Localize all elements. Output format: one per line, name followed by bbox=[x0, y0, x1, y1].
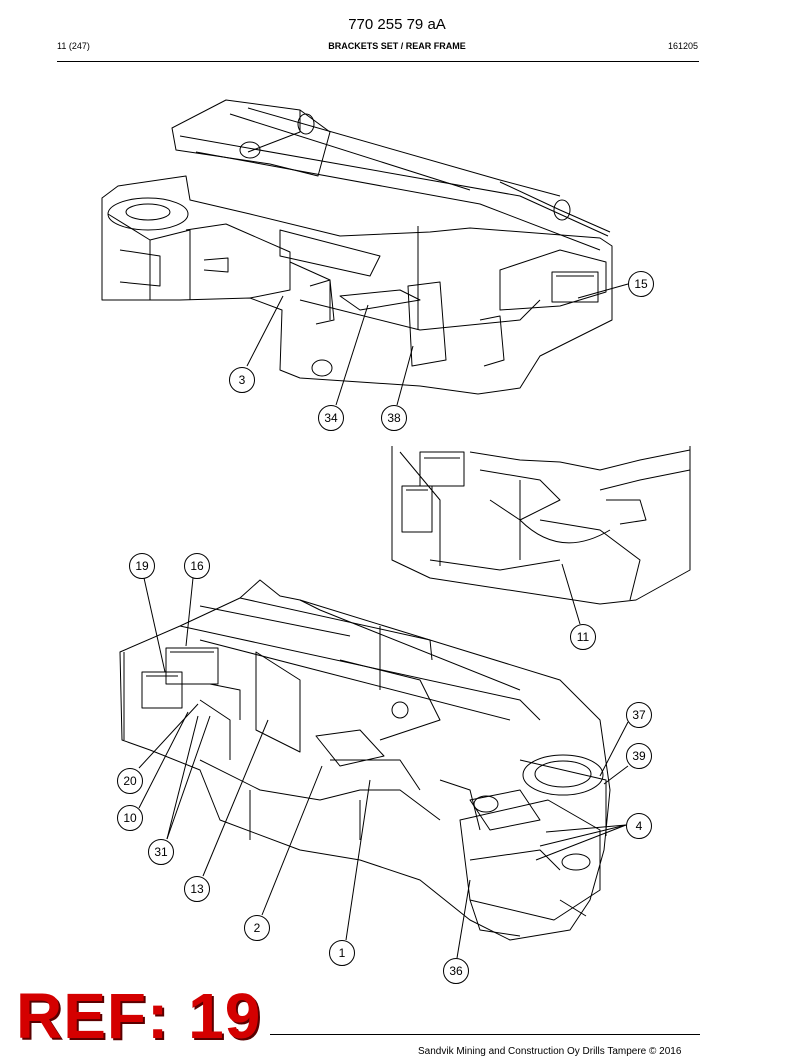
upper-frame-drawing bbox=[101, 99, 613, 395]
callout-31: 31 bbox=[148, 839, 174, 865]
callout-20: 20 bbox=[117, 768, 143, 794]
callout-34: 34 bbox=[318, 405, 344, 431]
callout-10: 10 bbox=[117, 805, 143, 831]
lower-frame-drawing bbox=[119, 579, 611, 941]
detail-view-drawing bbox=[391, 446, 691, 605]
callout-3: 3 bbox=[229, 367, 255, 393]
date-code: 161205 bbox=[667, 41, 698, 51]
document-number: 770 255 79 aA bbox=[348, 16, 446, 33]
footer-rule bbox=[270, 1034, 700, 1035]
callout-38: 38 bbox=[381, 405, 407, 431]
callout-11: 11 bbox=[570, 624, 596, 650]
header-rule bbox=[57, 61, 699, 62]
callout-1: 1 bbox=[329, 940, 355, 966]
callout-16: 16 bbox=[184, 553, 210, 579]
footer-copyright: Sandvik Mining and Construction Oy Drill… bbox=[418, 1046, 682, 1057]
section-title: BRACKETS SET / REAR FRAME bbox=[328, 41, 466, 51]
page-number: 11 (247) bbox=[57, 41, 90, 51]
callout-13: 13 bbox=[184, 876, 210, 902]
callout-15: 15 bbox=[628, 271, 654, 297]
callout-19: 19 bbox=[129, 553, 155, 579]
ref-stamp: REF: 19 bbox=[16, 980, 262, 1052]
callout-39: 39 bbox=[626, 743, 652, 769]
leader-lines bbox=[138, 283, 629, 959]
callout-37: 37 bbox=[626, 702, 652, 728]
callout-36: 36 bbox=[443, 958, 469, 984]
callout-4: 4 bbox=[626, 813, 652, 839]
callout-2: 2 bbox=[244, 915, 270, 941]
